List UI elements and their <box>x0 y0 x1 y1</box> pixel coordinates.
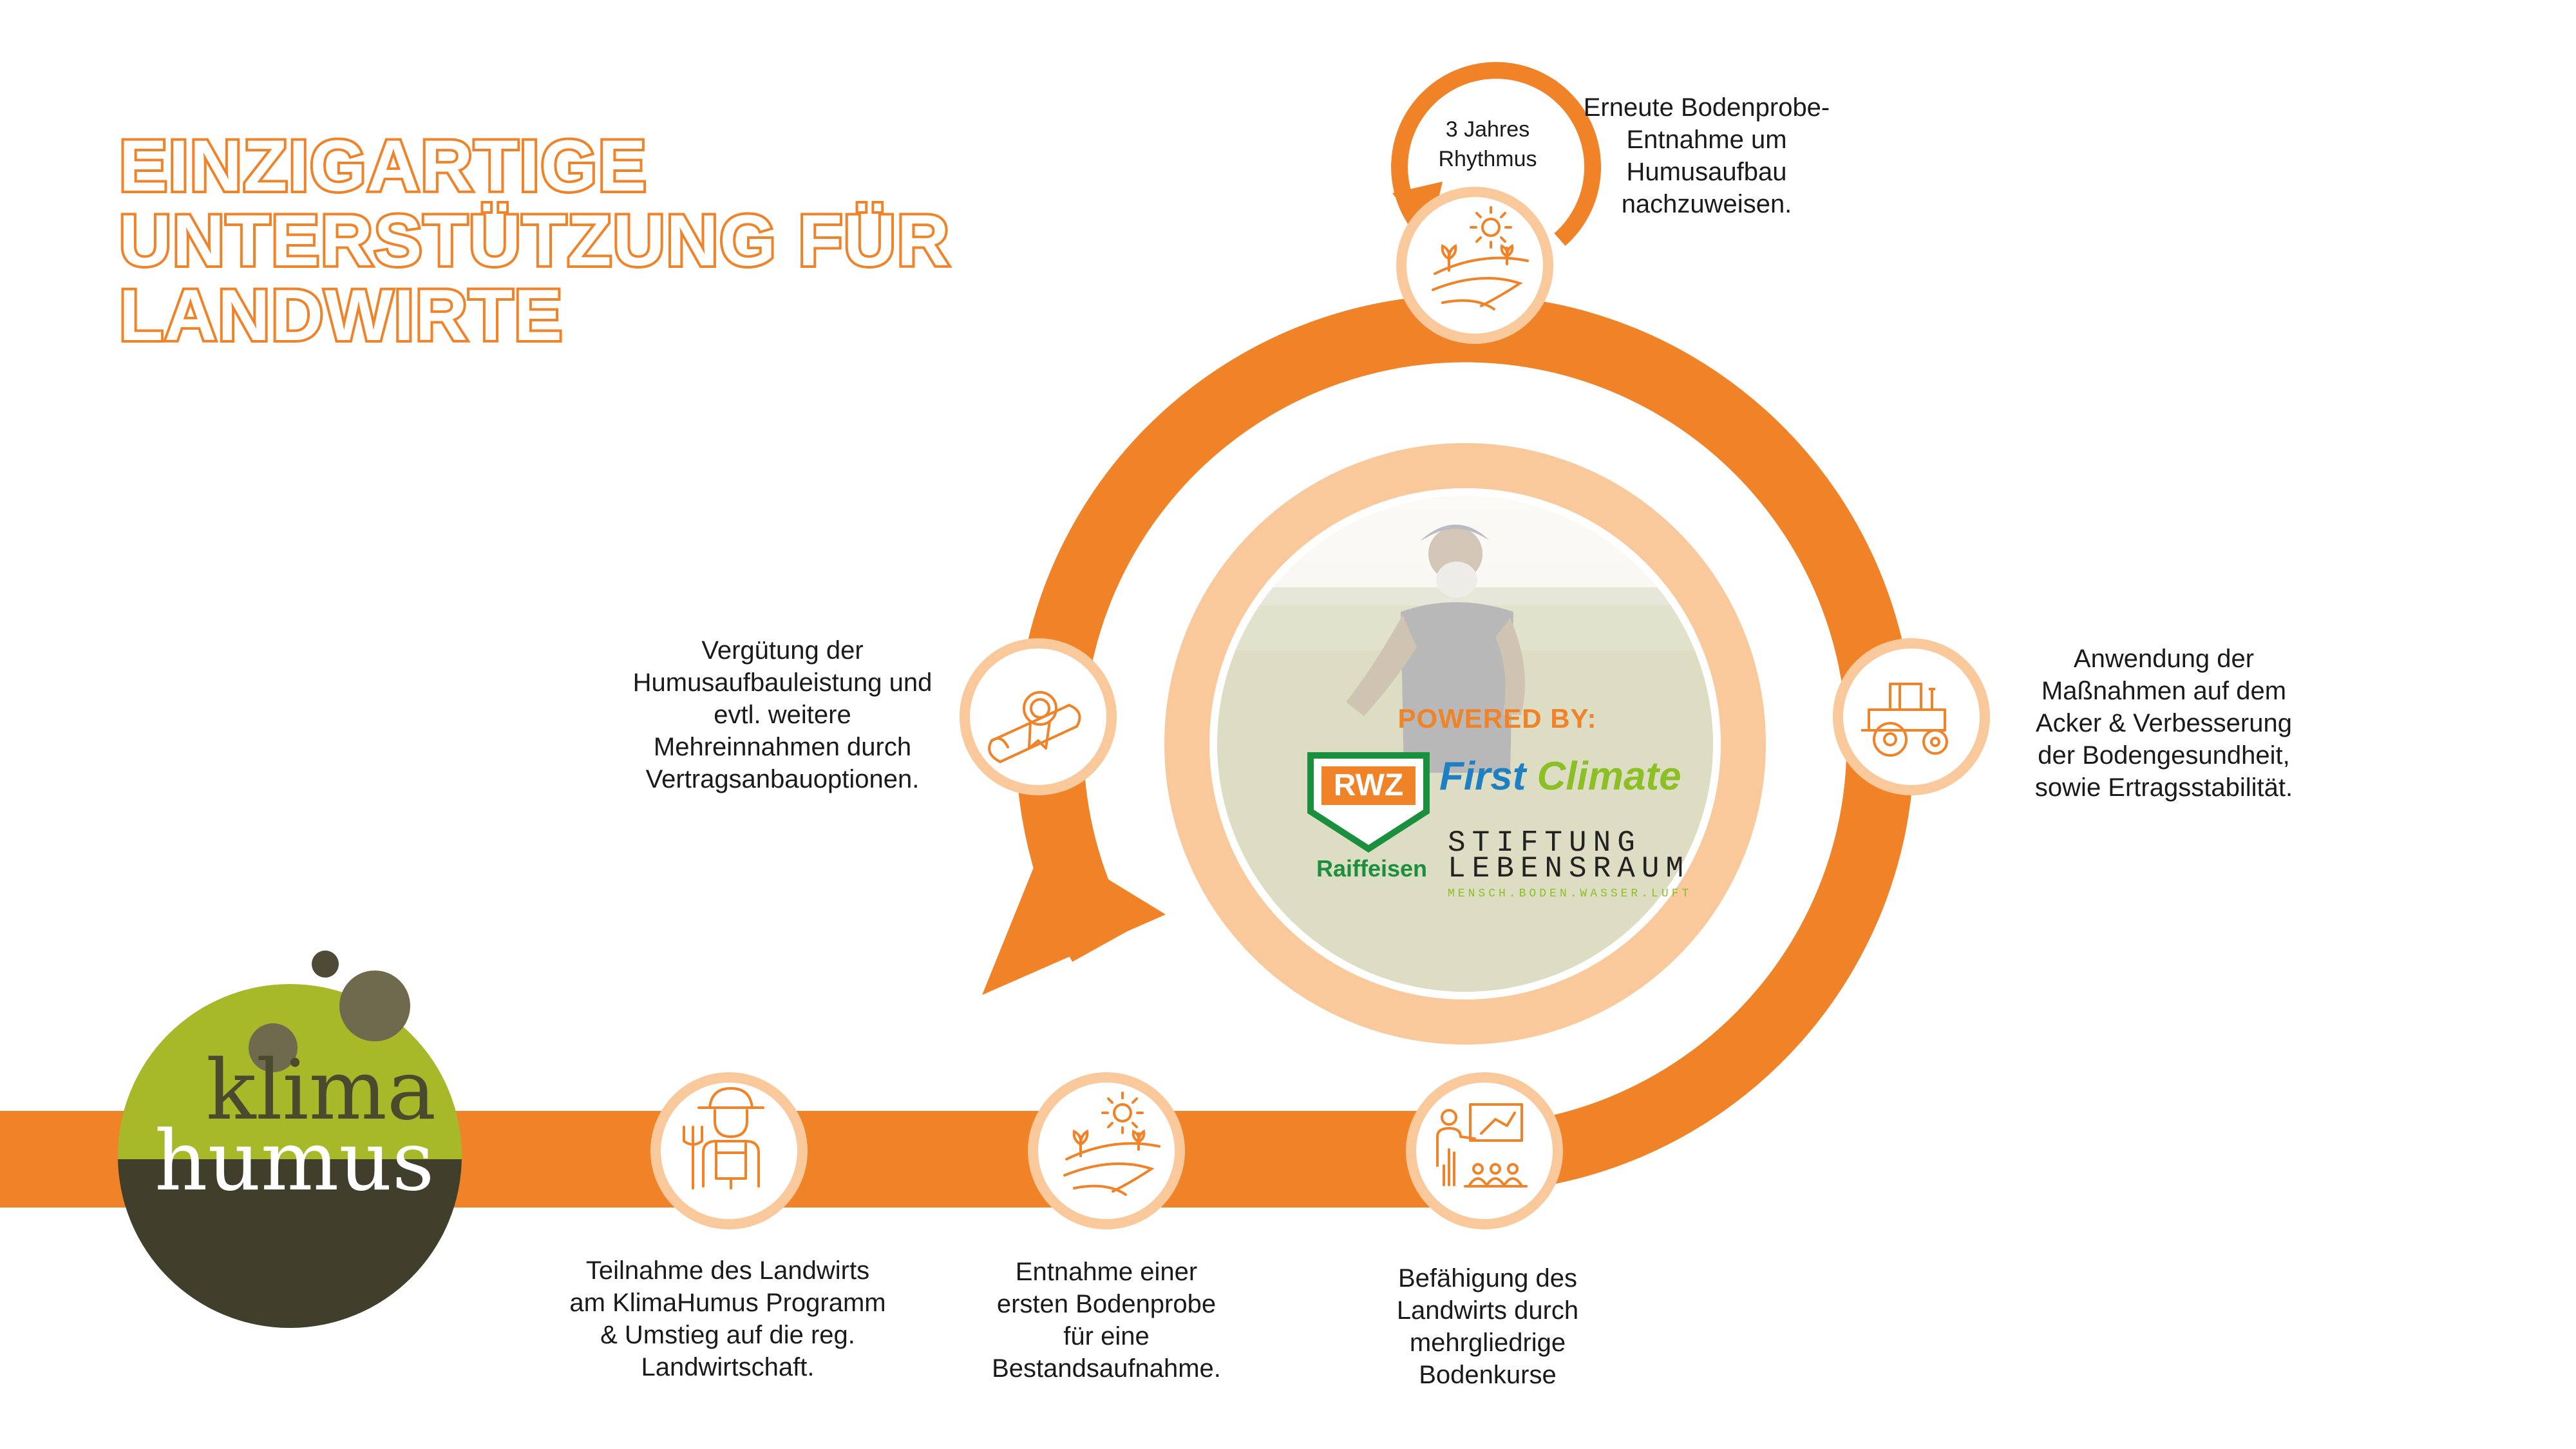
step-text-training: Befähigung des Landwirts durch mehrglied… <box>1396 1264 1579 1389</box>
step-node-participation <box>650 1072 808 1229</box>
stiftung-tagline: MENSCH.BODEN.WASSER.LUFT <box>1448 887 1692 900</box>
powered-by-label: POWERED BY: <box>1397 703 1597 734</box>
farmer-icon <box>683 1087 764 1189</box>
step-text-participation: Teilnahme des Landwirts am KlimaHumus Pr… <box>569 1256 886 1381</box>
cycle-ring <box>1016 294 1915 1193</box>
title-line: UNTERSTÜTZUNG FÜR <box>117 200 952 281</box>
stiftung-line-2: LEBENSRAUM <box>1448 852 1690 886</box>
first-climate-word-1: First <box>1439 754 1526 799</box>
step-text-first-sample: Entnahme einer ersten Bodenprobe für ein… <box>992 1258 1221 1383</box>
step-node-first-sample <box>1028 1072 1185 1229</box>
inner-ring <box>1164 443 1766 1045</box>
title-line: LANDWIRTE <box>117 275 565 355</box>
step-text-retest: Erneute Bodenprobe- Entnahme um Humusauf… <box>1583 93 1830 218</box>
rwz-logo <box>1307 752 1430 853</box>
cycle-loop <box>1391 62 1602 246</box>
logo-word-klima: klima <box>206 1043 437 1139</box>
first-climate-word-2: Climate <box>1537 754 1681 799</box>
klimahumus-logo <box>118 951 462 1328</box>
logo-word-humus: humus <box>155 1113 435 1209</box>
certificate-icon <box>988 691 1081 763</box>
field-sun-icon <box>1063 1092 1160 1196</box>
step-text-compensation: Vergütung der Humusaufbauleistung und ev… <box>632 636 933 793</box>
step-node-application <box>1833 638 1990 795</box>
first-climate-logo: First Climate <box>1439 753 1681 799</box>
field-sun-icon <box>1432 206 1529 310</box>
step-node-retest <box>1396 187 1553 344</box>
cycle-rhythm-label: 3 Jahres Rhythmus <box>1438 117 1537 171</box>
tractor-icon <box>1861 683 1948 757</box>
cycle-arrowhead <box>982 840 1166 995</box>
step-text-application: Anwendung der Maßnahmen auf dem Acker & … <box>2034 645 2293 802</box>
page-title: EINZIGARTIGE UNTERSTÜTZUNG FÜR LANDWIRTE <box>117 126 952 355</box>
title-line: EINZIGARTIGE <box>117 126 649 206</box>
raiffeisen-label: Raiffeisen <box>1316 855 1428 882</box>
teacher-board-icon <box>1436 1103 1528 1188</box>
stiftung-line-1: STIFTUNG <box>1448 826 1642 860</box>
rwz-mark: RWZ <box>1333 768 1404 802</box>
step-node-training <box>1406 1072 1563 1229</box>
